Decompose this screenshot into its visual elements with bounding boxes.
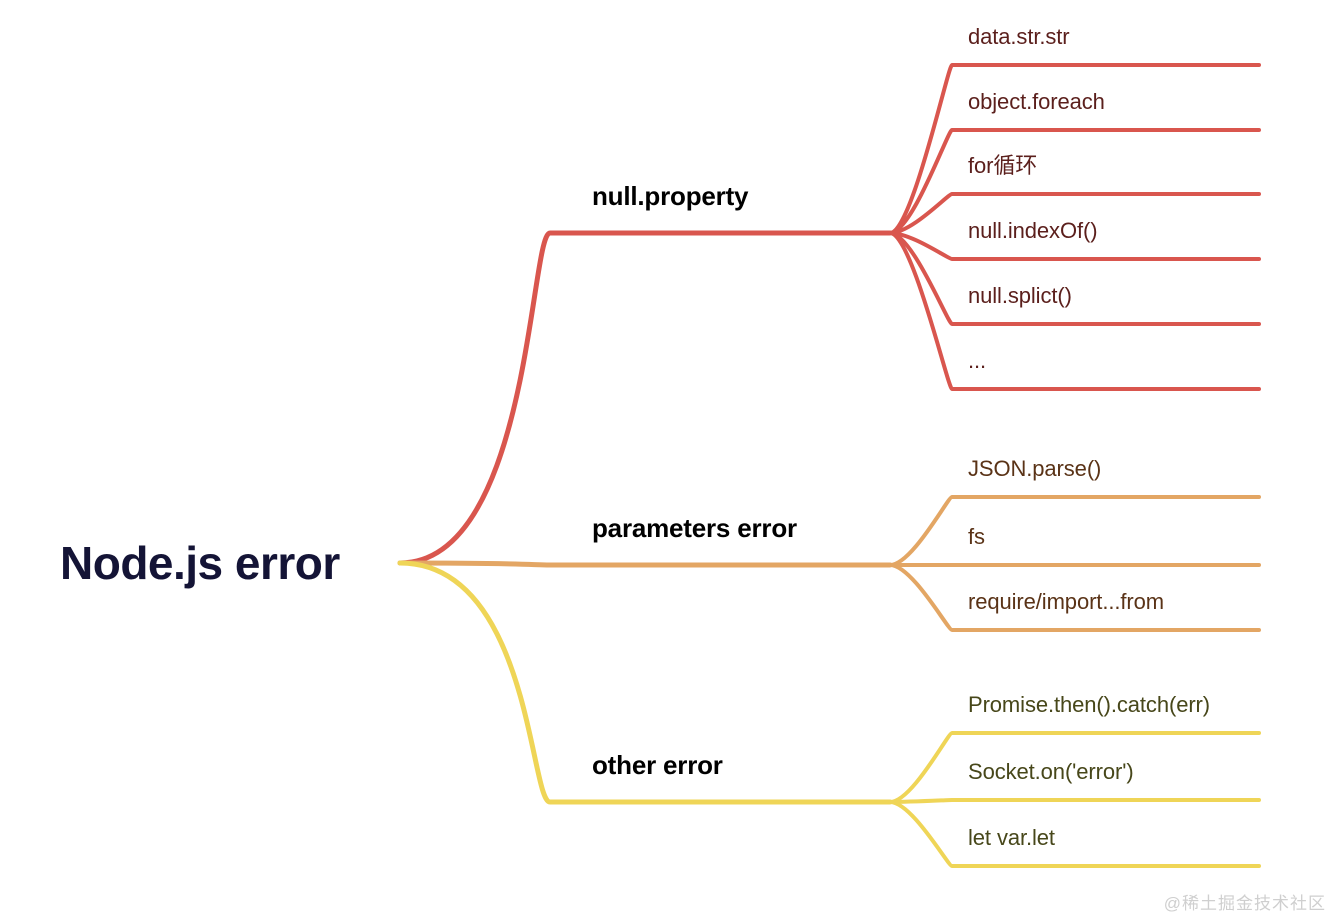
branch-node-2[interactable]: other error bbox=[592, 750, 723, 780]
leaf-node-0-1[interactable]: object.foreach bbox=[968, 89, 1105, 114]
leaf-connector-2-1 bbox=[888, 798, 1261, 804]
branch-connector-1 bbox=[397, 560, 893, 568]
leaf-node-0-4[interactable]: null.splict() bbox=[968, 283, 1072, 308]
leaf-node-1-1[interactable]: fs bbox=[968, 524, 985, 549]
leaf-connector-1-0 bbox=[888, 495, 1261, 567]
branch-connector-2 bbox=[397, 560, 893, 805]
leaf-connector-2-0 bbox=[888, 731, 1261, 804]
leaf-node-2-1[interactable]: Socket.on('error') bbox=[968, 759, 1134, 784]
leaf-connector-0-1 bbox=[888, 128, 1261, 235]
leaf-node-0-0[interactable]: data.str.str bbox=[968, 24, 1070, 49]
branch-node-1[interactable]: parameters error bbox=[592, 513, 797, 543]
leaf-node-0-2[interactable]: for循环 bbox=[968, 153, 1038, 178]
leaf-connector-0-2 bbox=[888, 192, 1261, 235]
branch-connector-0 bbox=[397, 230, 893, 566]
leaf-node-1-2[interactable]: require/import...from bbox=[968, 589, 1164, 614]
leaf-connector-0-0 bbox=[888, 63, 1261, 235]
leaf-connector-0-4 bbox=[888, 231, 1261, 326]
leaf-node-2-0[interactable]: Promise.then().catch(err) bbox=[968, 692, 1211, 717]
leaf-node-1-0[interactable]: JSON.parse() bbox=[968, 456, 1102, 481]
leaf-node-2-2[interactable]: let var.let bbox=[968, 825, 1055, 850]
branch-node-0[interactable]: null.property bbox=[592, 181, 749, 211]
watermark-label: @稀土掘金技术社区 bbox=[1163, 894, 1326, 913]
leaf-connector-1-2 bbox=[888, 563, 1261, 632]
leaf-connector-2-2 bbox=[888, 800, 1261, 868]
root-node-label[interactable]: Node.js error bbox=[60, 537, 340, 589]
leaf-node-0-3[interactable]: null.indexOf() bbox=[968, 218, 1098, 243]
leaf-connector-0-5 bbox=[888, 231, 1261, 391]
leaf-node-0-5[interactable]: ... bbox=[968, 348, 987, 373]
